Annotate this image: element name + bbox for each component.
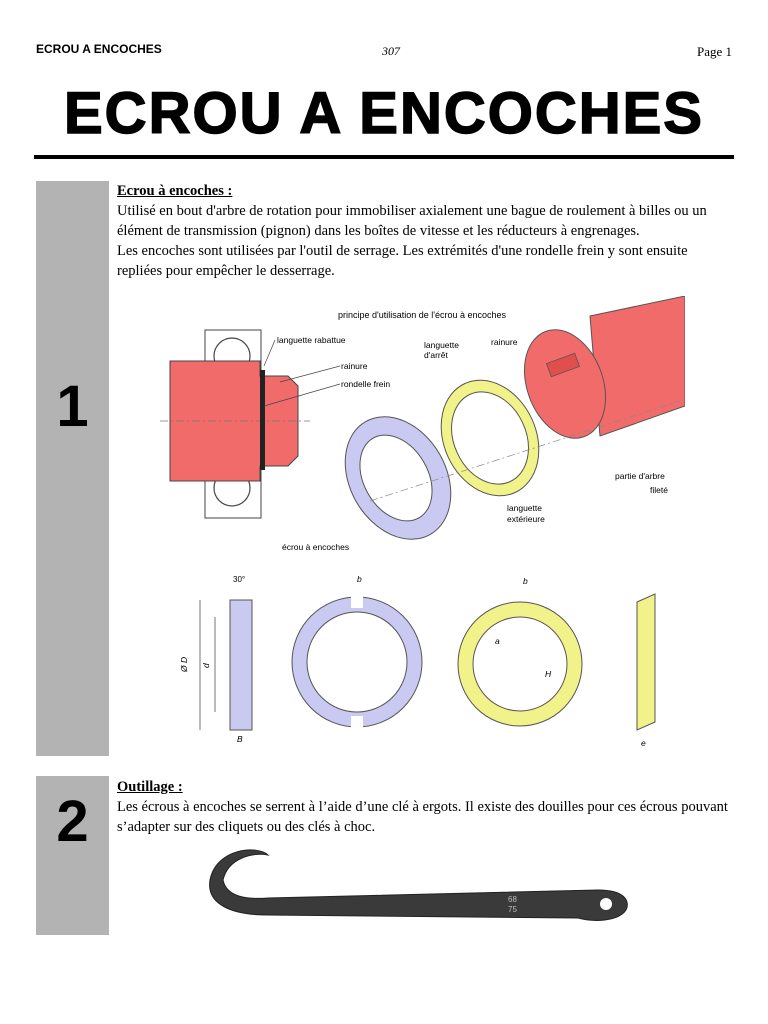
- dim-d: d: [201, 663, 211, 668]
- dim-a: a: [495, 636, 500, 646]
- label-rainure-left: rainure: [341, 361, 368, 371]
- lock-washer-section: [260, 370, 265, 470]
- section-1-number-band: 1: [36, 181, 109, 756]
- label-rainure-right: rainure: [491, 337, 518, 347]
- threaded-shaft: [523, 296, 685, 439]
- header-title: ECROU A ENCOCHES: [36, 42, 162, 56]
- section-2-text: Outillage : Les écrous à encoches se ser…: [117, 777, 732, 837]
- section-1-paragraph-1: Utilisé en bout d'arbre de rotation pour…: [117, 203, 707, 239]
- section-2-heading: Outillage :: [117, 779, 183, 795]
- dim-e: e: [641, 738, 646, 748]
- dim-B: B: [237, 734, 243, 744]
- nut-front-view: [291, 596, 423, 728]
- header-page-number: Page 1: [696, 44, 732, 59]
- wrench-mark-2: 75: [508, 905, 517, 914]
- label-partie-arbre-1: partie d'arbre: [615, 471, 665, 481]
- label-partie-arbre-2: fileté: [650, 485, 668, 495]
- section-2-number-band: 2: [36, 776, 109, 935]
- label-languette-rabattue: languette rabattue: [277, 335, 346, 345]
- label-languette-arret-1: languette: [424, 340, 459, 350]
- dim-H: H: [545, 669, 552, 679]
- header-page-code: 307: [382, 44, 400, 58]
- dim-b-washer: b: [523, 576, 528, 586]
- section-2-paragraph-1: Les écrous à encoches se serrent à l’aid…: [117, 799, 728, 835]
- notched-nut: [344, 416, 452, 540]
- dim-angle: 30°: [233, 575, 245, 584]
- tab-washer: [440, 379, 540, 497]
- dim-b-nut: b: [357, 574, 362, 584]
- diagram-caption: principe d'utilisation de l'écrou à enco…: [338, 310, 507, 320]
- section-1-paragraph-2: Les encoches sont utilisées par l'outil …: [117, 243, 688, 279]
- dim-D: Ø D: [179, 657, 189, 673]
- label-languette-ext-2: extérieure: [507, 514, 545, 524]
- label-ecrou: écrou à encoches: [282, 542, 349, 552]
- hook-wrench-image: 68 75: [209, 849, 628, 921]
- label-languette-arret-2: d'arrêt: [424, 350, 448, 360]
- wrench-mark-1: 68: [508, 895, 517, 904]
- label-rondelle-frein: rondelle frein: [341, 379, 390, 389]
- label-languette-ext-1: languette: [507, 503, 542, 513]
- section-2-number: 2: [56, 789, 89, 854]
- section-1-text: Ecrou à encoches : Utilisé en bout d'arb…: [117, 181, 732, 281]
- nut-side-view: [229, 599, 253, 731]
- title-rule: [34, 155, 734, 159]
- section-1-number: 1: [56, 374, 89, 439]
- page-title: ECROU A ENCOCHES: [63, 80, 704, 147]
- washer-front-view: [457, 601, 583, 727]
- washer-side-view: [636, 593, 656, 731]
- nut-usage-diagram: principe d'utilisation de l'écrou à enco…: [160, 296, 685, 566]
- dimension-drawings: Ø D d 30° B b b a H e: [179, 574, 656, 748]
- section-1-heading: Ecrou à encoches :: [117, 183, 233, 199]
